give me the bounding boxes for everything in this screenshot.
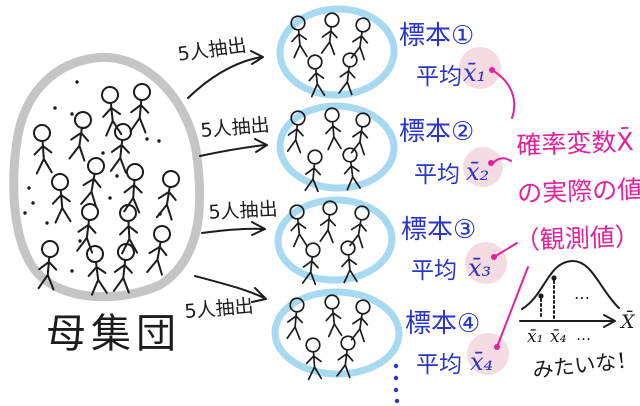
stick-figure-icon xyxy=(145,223,173,276)
mean-connectors xyxy=(488,67,529,350)
sample-2-mean-label: 平均 xyxy=(414,162,460,188)
annotation-line1: 確率変数X̄ xyxy=(516,126,634,160)
stick-figure-icon xyxy=(349,16,372,61)
mean-3-highlight xyxy=(465,242,507,284)
sample-2-mean-value: x̄₂ xyxy=(466,158,489,186)
population-dots xyxy=(23,80,162,273)
annotation-line3: （観測値） xyxy=(514,222,640,255)
sampling-distribution-sketch: … X̄ x̄₁ x̄₄ … みたいな！ xyxy=(519,259,638,383)
sample-2-group xyxy=(276,102,398,193)
curve-point-2 xyxy=(551,275,557,281)
axis-label: X̄ xyxy=(619,310,636,333)
extraction-label-2: 5人抽出 xyxy=(200,114,271,142)
stick-figure-icon xyxy=(319,11,341,56)
sample-3-title: 標本③ xyxy=(401,215,476,245)
stick-figure-icon xyxy=(79,155,107,208)
extraction-label-4: 5人抽出 xyxy=(184,295,255,323)
sample-3-oval xyxy=(274,196,396,284)
mean-2-highlight xyxy=(463,147,503,187)
stick-figure-icon xyxy=(99,85,124,137)
sample-4-mean-label: 平均 xyxy=(416,352,462,378)
sample-1-oval xyxy=(276,5,398,99)
stick-figure-icon xyxy=(318,199,339,244)
sample-3-labels: 標本③ 平均 x̄₃ xyxy=(401,215,507,284)
annotation-observed-values: 確率変数X̄ の実際の値 （観測値） xyxy=(514,126,640,255)
sample-3-mean-label: 平均 xyxy=(411,258,457,284)
sample-4-group xyxy=(271,288,403,381)
curve-point-1 xyxy=(538,293,544,299)
stick-figure-icon xyxy=(322,293,344,338)
annotation-line2: の実際の値 xyxy=(517,175,640,208)
sample-1-labels: 標本① 平均 x̄₁ xyxy=(399,21,501,90)
continuation-dots xyxy=(393,363,400,404)
extraction-arrow-1: 5人抽出 xyxy=(176,34,264,99)
tick-label-x1: x̄₁ xyxy=(527,327,543,347)
sample-4-mean-value: x̄₄ xyxy=(470,348,493,376)
sample-4-labels: 標本④ 平均 x̄₄ xyxy=(405,309,509,378)
tick-label-more: … xyxy=(576,326,591,344)
stick-figure-icon xyxy=(322,106,343,151)
sample-1-title: 標本① xyxy=(399,21,474,51)
stick-figure-icon xyxy=(31,123,54,175)
stick-figure-icon xyxy=(49,172,73,224)
population-label: 母集団 xyxy=(46,311,181,357)
sample-4-oval xyxy=(271,288,403,378)
arrowhead-icon xyxy=(251,287,267,303)
sample-1-mean-label: 平均 xyxy=(416,64,462,90)
arrowhead-icon xyxy=(251,221,266,236)
stick-figure-icon xyxy=(128,82,152,134)
distribution-caption: みたいな！ xyxy=(531,348,638,383)
sample-1-group xyxy=(276,5,398,99)
arrowhead-icon xyxy=(250,50,264,65)
mean-1-highlight xyxy=(459,47,501,89)
stick-figure-icon xyxy=(67,109,94,162)
stick-figure-icon xyxy=(349,111,372,156)
sample-1-mean-value: x̄₁ xyxy=(463,59,486,87)
sample-4-title: 標本④ xyxy=(405,309,480,339)
stick-figure-icon xyxy=(337,51,359,96)
stick-figure-icon xyxy=(154,168,182,221)
stick-figure-icon xyxy=(108,122,133,174)
extraction-arrow-3: 5人抽出 xyxy=(201,198,278,236)
sample-2-labels: 標本② 平均 x̄₂ xyxy=(399,117,503,188)
stick-figure-icon xyxy=(349,298,372,343)
population-figures xyxy=(31,82,182,296)
extraction-arrow-2: 5人抽出 xyxy=(199,114,271,157)
extraction-arrow-4: 5人抽出 xyxy=(184,275,267,323)
bell-curve xyxy=(521,259,620,310)
arrowhead-icon xyxy=(254,138,268,153)
sample-2-title: 標本② xyxy=(399,117,474,147)
axis-arrowhead-icon xyxy=(603,314,616,328)
stick-figure-icon xyxy=(84,244,109,296)
extraction-label-3: 5人抽出 xyxy=(208,198,278,224)
curve-inner-dots: … xyxy=(574,284,590,303)
stick-figure-icon xyxy=(348,204,371,249)
sample-3-mean-value: x̄₃ xyxy=(468,254,491,282)
population-outline xyxy=(9,52,205,302)
sample-3-group xyxy=(274,196,396,286)
extraction-label-1: 5人抽出 xyxy=(176,34,247,65)
tick-label-x4: x̄₄ xyxy=(550,327,567,347)
sample-2-oval xyxy=(276,102,398,192)
